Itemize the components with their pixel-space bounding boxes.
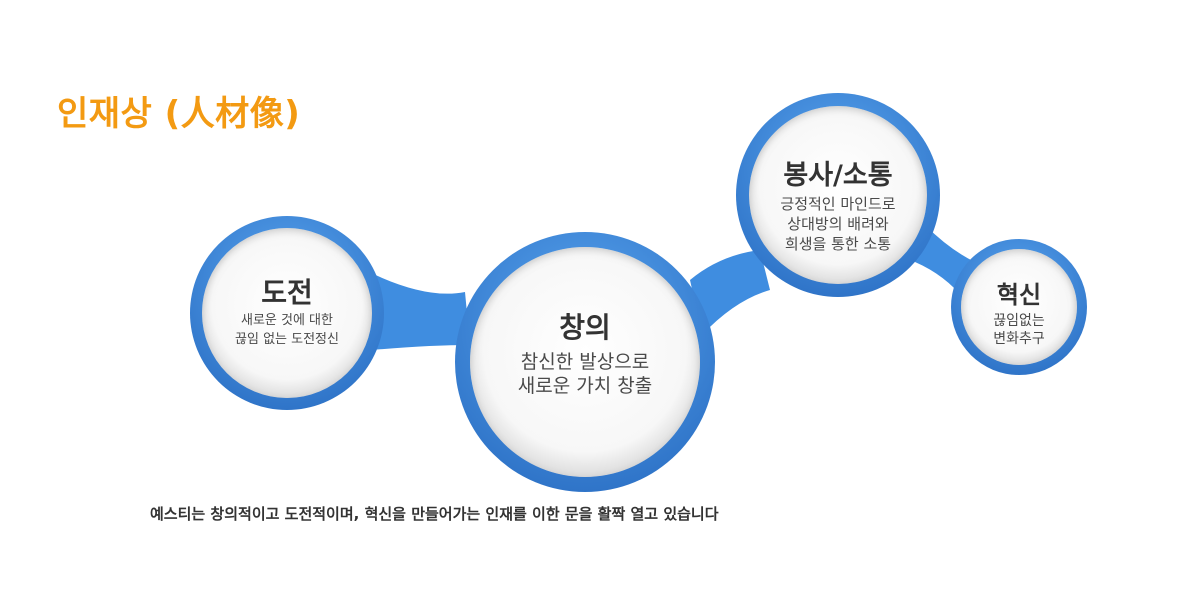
challenge-line-2: 끊임 없는 도전정신 [235, 332, 339, 348]
innovation-heading: 혁신 [996, 281, 1042, 310]
creativity-line-1: 참신한 발상으로 [520, 351, 650, 374]
service-heading: 봉사/소통 [783, 160, 893, 192]
connector-creativity-service [690, 250, 770, 335]
innovation-line-1: 끊임없는 [993, 312, 1045, 329]
innovation-description: 끊임없는 변화추구 [993, 312, 1045, 348]
circle-creativity: 창의 참신한 발상으로 새로운 가치 창출 [480, 300, 690, 410]
disc-creativity [470, 247, 700, 477]
page-title: 인재상 (人材像) [57, 94, 301, 134]
circle-service: 봉사/소통 긍정적인 마인드로 상대방의 배려와 희생을 통한 소통 [750, 152, 926, 262]
challenge-line-1: 새로운 것에 대한 [240, 313, 333, 329]
circle-innovation: 혁신 끊임없는 변화추구 [969, 275, 1069, 355]
challenge-heading: 도전 [261, 275, 313, 309]
service-description: 긍정적인 마인드로 상대방의 배려와 희생을 통한 소통 [780, 194, 895, 254]
circle-challenge: 도전 새로운 것에 대한 끊임 없는 도전정신 [202, 268, 372, 358]
innovation-line-2: 변화추구 [993, 330, 1045, 347]
disc-innovation [961, 249, 1077, 365]
creativity-line-2: 새로운 가치 창출 [517, 375, 653, 398]
challenge-description: 새로운 것에 대한 끊임 없는 도전정신 [235, 311, 339, 349]
connector-challenge-creativity [365, 270, 470, 350]
disc-challenge [202, 228, 372, 398]
service-line-2: 상대방의 배려와 [787, 214, 889, 233]
disc-service [749, 106, 927, 284]
disc-group [202, 106, 1077, 477]
caption-text: 예스티는 창의적이고 도전적이며, 혁신을 만들어가는 인재를 이한 문을 활짝… [150, 505, 719, 523]
service-line-1: 긍정적인 마인드로 [780, 194, 896, 213]
creativity-heading: 창의 [559, 310, 611, 344]
service-line-3: 희생을 통한 소통 [784, 234, 892, 253]
creativity-description: 참신한 발상으로 새로운 가치 창출 [518, 350, 652, 398]
